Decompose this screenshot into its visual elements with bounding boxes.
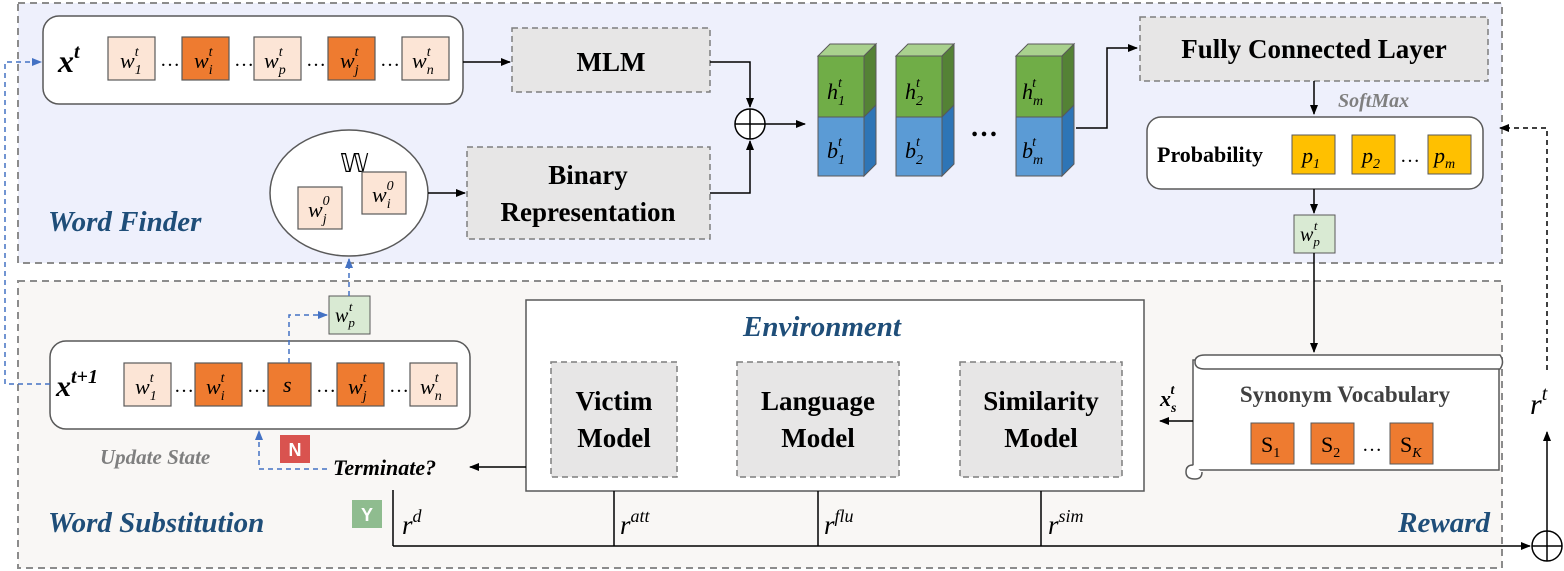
mlm-block bbox=[511, 27, 711, 93]
svg-text:wnt: wnt bbox=[412, 45, 434, 78]
binary-representation-block bbox=[466, 146, 711, 240]
next-state-word-tokens: w1t … wit … s … wjt … wnt bbox=[123, 362, 458, 407]
probability-values: p1 p2 … pm bbox=[1291, 134, 1472, 175]
synonym-selection-symbol: xst bbox=[1159, 383, 1177, 416]
word-substitution-label: Word Substitution bbox=[48, 507, 264, 539]
binary-label-line2: Representation bbox=[501, 197, 676, 227]
svg-text:…: … bbox=[316, 375, 336, 397]
reward-label: Reward bbox=[1397, 507, 1490, 539]
word-token-wp bbox=[253, 36, 302, 81]
svg-text:wnt: wnt bbox=[420, 371, 442, 404]
svg-text:…: … bbox=[389, 375, 409, 397]
svg-text:Y: Y bbox=[361, 505, 373, 525]
selected-word-wp-bottom bbox=[328, 295, 371, 335]
seed-word-tokens: wj0 wi0 bbox=[297, 171, 407, 230]
svg-text:Model: Model bbox=[781, 423, 855, 453]
svg-text:wpt: wpt bbox=[335, 299, 355, 330]
svg-text:…: … bbox=[970, 112, 998, 143]
word-token-w1 bbox=[107, 36, 156, 81]
svg-text:wpt: wpt bbox=[1300, 218, 1320, 249]
probability-label: Probability bbox=[1157, 142, 1263, 167]
reward-rt-symbol: rt bbox=[1530, 383, 1548, 421]
svg-text:wit: wit bbox=[194, 45, 214, 78]
svg-text:…: … bbox=[1362, 434, 1382, 456]
svg-text:Model: Model bbox=[577, 423, 651, 453]
binary-label-line1: Binary bbox=[548, 160, 628, 190]
svg-text:…: … bbox=[1400, 145, 1420, 167]
softmax-label: SoftMax bbox=[1338, 90, 1409, 112]
environment-label: Environment bbox=[742, 311, 902, 343]
synonym-tokens: S1 S2 … SK bbox=[1250, 422, 1434, 465]
svg-text:h2t: h2t bbox=[905, 76, 923, 109]
yes-badge bbox=[352, 500, 382, 528]
hidden-cube-m: hmt bmt bbox=[1014, 42, 1076, 178]
word-finder-label: Word Finder bbox=[48, 206, 202, 238]
svg-text:Model: Model bbox=[1004, 423, 1078, 453]
svg-text:…: … bbox=[160, 49, 180, 71]
hidden-cube-1: h1t b1t bbox=[816, 42, 878, 178]
svg-text:N: N bbox=[289, 440, 302, 460]
svg-text:b1t: b1t bbox=[827, 135, 845, 168]
fully-connected-label: Fully Connected Layer bbox=[1181, 34, 1446, 64]
similarity-model-block bbox=[959, 361, 1123, 478]
svg-text:rflu: rflu bbox=[824, 506, 854, 540]
svg-text:Similarity: Similarity bbox=[983, 386, 1099, 416]
svg-text:w1t: w1t bbox=[135, 371, 157, 404]
svg-text:wit: wit bbox=[206, 371, 226, 404]
svg-text:…: … bbox=[380, 49, 400, 71]
no-badge bbox=[280, 435, 310, 463]
word-token-wi bbox=[181, 36, 230, 81]
svg-text:wjt: wjt bbox=[340, 45, 360, 78]
word-token-wj bbox=[327, 36, 376, 81]
svg-text:wjt: wjt bbox=[348, 371, 368, 404]
synonym-vocabulary-scroll bbox=[1185, 354, 1504, 480]
svg-text:Victim: Victim bbox=[576, 386, 653, 416]
language-model-block bbox=[736, 361, 900, 478]
mlm-label: MLM bbox=[577, 47, 646, 77]
svg-text:wi0: wi0 bbox=[372, 179, 394, 212]
svg-text:…: … bbox=[234, 49, 254, 71]
svg-text:wj0: wj0 bbox=[308, 194, 330, 227]
word-token-wn bbox=[401, 36, 450, 81]
svg-text:wpt: wpt bbox=[264, 45, 286, 78]
hidden-cube-2: h2t b2t bbox=[894, 42, 956, 178]
input-word-tokens: w1t … wit … wpt … wjt … wnt bbox=[107, 36, 450, 81]
terminate-label: Terminate? bbox=[333, 455, 436, 480]
svg-text:w1t: w1t bbox=[120, 45, 142, 78]
victim-model-block bbox=[550, 361, 678, 478]
svg-text:b2t: b2t bbox=[905, 135, 923, 168]
update-state-label: Update State bbox=[100, 445, 210, 469]
svg-text:…: … bbox=[174, 375, 194, 397]
synonym-vocabulary-label: Synonym Vocabulary bbox=[1240, 382, 1451, 407]
svg-text:h1t: h1t bbox=[827, 76, 845, 109]
svg-text:…: … bbox=[306, 49, 326, 71]
svg-text:s: s bbox=[283, 372, 292, 397]
svg-text:Language: Language bbox=[761, 386, 875, 416]
svg-text:…: … bbox=[247, 375, 267, 397]
